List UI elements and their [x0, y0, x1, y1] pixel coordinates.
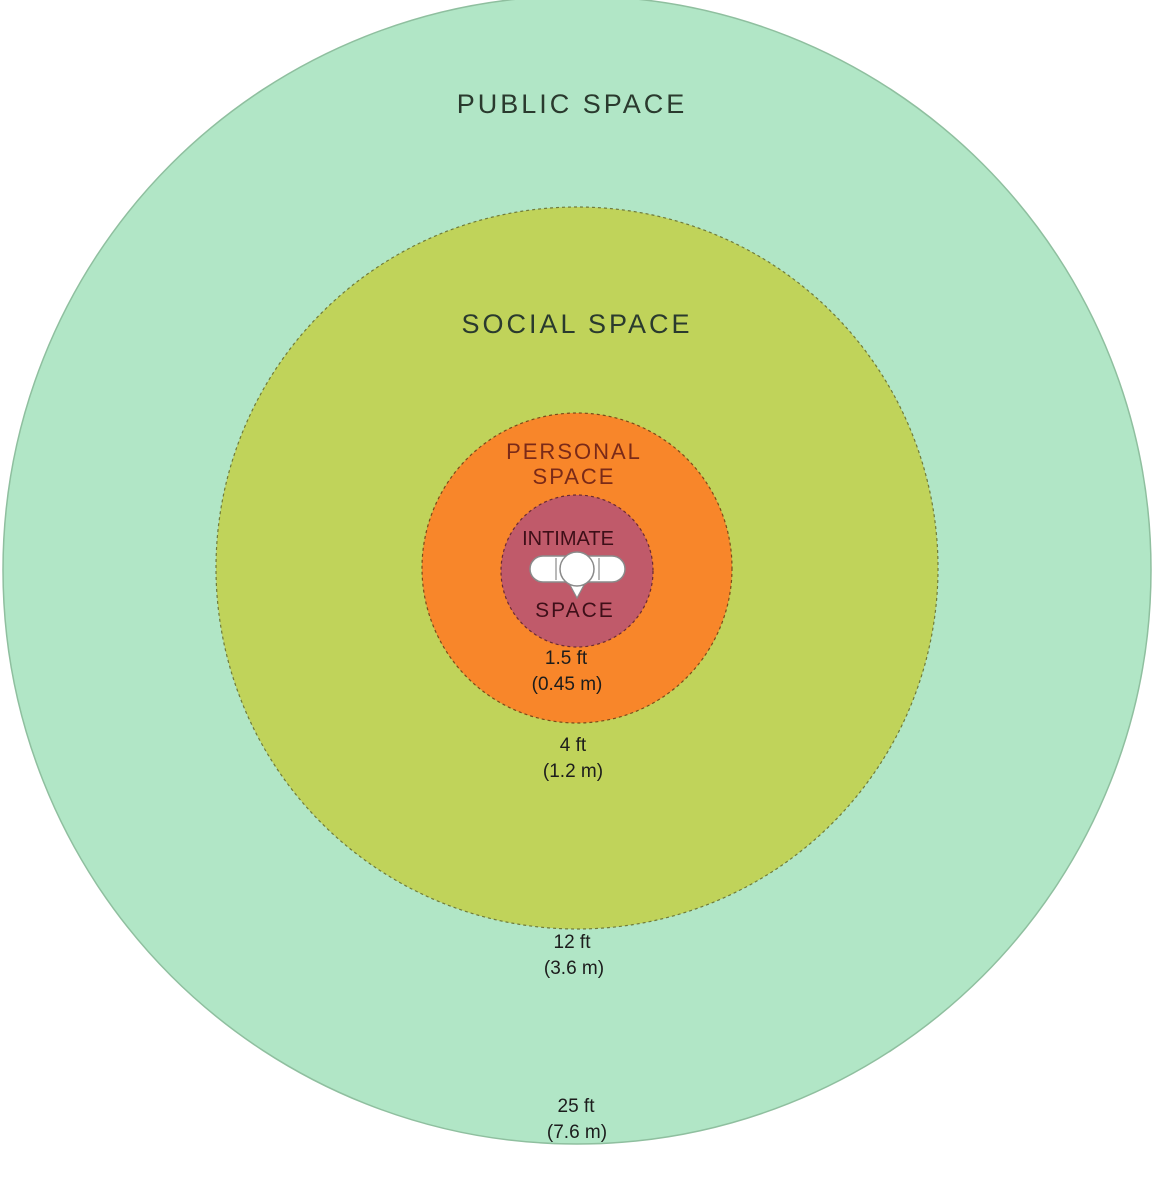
personal-distance-ft: 4 ft — [560, 735, 587, 756]
intimate-distance-m: (0.45 m) — [532, 674, 603, 695]
social-distance-m: (3.6 m) — [544, 958, 604, 979]
social-space-label: SOCIAL SPACE — [461, 309, 692, 339]
personal-space-label-line1: PERSONAL — [506, 439, 642, 464]
social-distance-ft: 12 ft — [554, 932, 592, 953]
person-top-view-icon — [529, 551, 626, 600]
personal-distance-m: (1.2 m) — [543, 761, 603, 782]
public-distance-m: (7.6 m) — [547, 1122, 607, 1143]
public-distance-ft: 25 ft — [558, 1096, 596, 1117]
personal-space-label-line2: SPACE — [533, 464, 616, 489]
intimate-distance-ft: 1.5 ft — [545, 648, 588, 669]
intimate-space-label-line1: INTIMATE — [522, 528, 614, 550]
public-space-label: PUBLIC SPACE — [457, 89, 688, 119]
intimate-space-label-line2: SPACE — [535, 599, 615, 622]
